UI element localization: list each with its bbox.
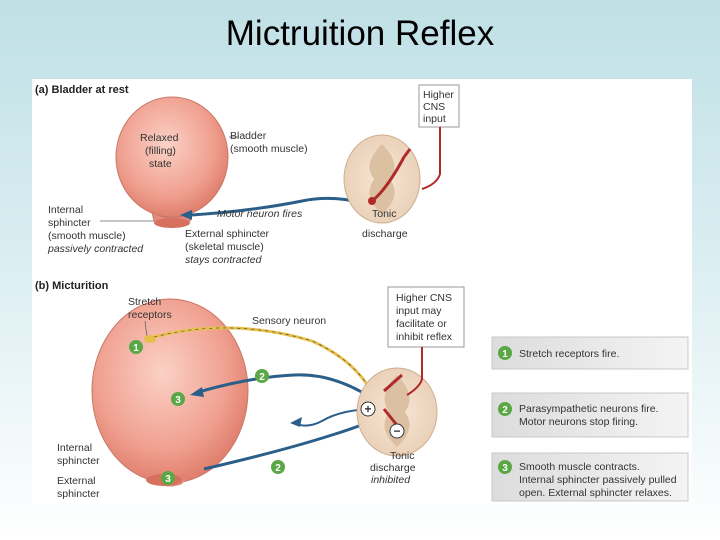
marker-2-upper: 2 [255,369,269,383]
mictruition-diagram: (a) Bladder at rest Relaxed (filling) st… [35,84,689,502]
step-2-line1: Parasympathetic neurons fire. [519,403,658,415]
svg-text:1: 1 [133,343,139,354]
a-higher-cns-line2: CNS [423,101,445,113]
step-3: 3 Smooth muscle contracts. Internal sphi… [491,452,689,502]
diagram-panel: (a) Bladder at rest Relaxed (filling) st… [32,79,692,504]
a-cns-input-line [421,127,441,190]
plus-marker [360,401,376,417]
a-tonic-line2: discharge [362,228,408,240]
b-higher-cns-box [387,286,465,348]
bladder-state-line1: Relaxed [140,132,179,144]
a-external-sphincter-line1: External sphincter [185,228,270,240]
a-higher-cns-line3: input [423,113,446,125]
a-external-sphincter-line3: stays contracted [185,254,263,266]
b-tonic-line1: Tonic [390,450,415,462]
a-internal-sphincter-line4: passively contracted [47,243,144,255]
bladder-state-line2: (filling) [145,145,176,157]
marker-2-lower: 2 [271,460,285,474]
stretch-receptors-line1: Stretch [128,296,161,308]
panel-a-heading: (a) Bladder at rest [35,84,129,96]
b-tonic-line2: discharge [370,462,416,474]
marker-1: 1 [129,340,143,354]
bladder-state-line3: state [149,158,172,170]
bladder-label-line1: Bladder [230,130,267,142]
minus-sign: − [393,424,400,438]
a-motor-neuron-label: Motor neuron fires [217,208,303,220]
svg-text:3: 3 [175,395,181,406]
step-2: 2 Parasympathetic neurons fire. Motor ne… [491,392,689,438]
minus-marker [389,423,405,439]
step-1: 1 Stretch receptors fire. [491,336,689,370]
bladder-label-line2: (smooth muscle) [230,143,308,155]
marker-3-upper: 3 [171,392,185,406]
a-motor-neuron-arrowhead [180,210,192,220]
slide-title: Mictruition Reflex [225,14,495,53]
a-internal-sphincter-line1: Internal [48,204,83,216]
bladder-at-rest [115,96,229,228]
b-higher-cns-line3: facilitate or [396,318,447,330]
a-internal-sphincter-line3: (smooth muscle) [48,230,126,242]
b-internal-sphincter-line2: sphincter [57,455,100,467]
step-3-line1: Smooth muscle contracts. [519,461,640,473]
b-external-sphincter-line2: sphincter [57,488,100,500]
step-3-num: 3 [502,463,508,474]
b-external-sphincter-line1: External [57,475,96,487]
a-motor-neuron [191,196,363,217]
a-external-sphincter-line2: (skeletal muscle) [185,241,264,253]
svg-text:2: 2 [259,372,265,383]
stretch-receptors-line2: receptors [128,309,172,321]
a-tonic-line1: Tonic [372,208,397,220]
a-internal-sphincter-line2: sphincter [48,217,91,229]
step-2-num: 2 [502,405,508,416]
step-1-text: Stretch receptors fire. [519,348,619,360]
svg-text:2: 2 [275,463,281,474]
step-1-num: 1 [502,349,508,360]
a-higher-cns-box [418,84,460,128]
step-2-line2: Motor neurons stop firing. [519,416,638,428]
b-internal-sphincter-line1: Internal [57,442,92,454]
b-higher-cns-line1: Higher CNS [396,292,452,304]
panel-b-heading: (b) Micturition [35,280,109,292]
svg-text:3: 3 [165,474,171,485]
plus-sign: + [364,402,371,416]
b-higher-cns-line4: inhibit reflex [396,331,453,343]
b-higher-cns-line2: input may [396,305,442,317]
a-spinal-cord [343,134,421,224]
step-3-line3: open. External sphincter relaxes. [519,487,672,499]
marker-3-lower: 3 [161,471,175,485]
parasympathetic-neuron [201,373,371,399]
a-higher-cns-line1: Higher [423,89,454,101]
step-3-line2: Internal sphincter passively pulled [519,474,677,486]
b-tonic-line3: inhibited [371,474,411,486]
sensory-neuron-label: Sensory neuron [252,315,326,327]
